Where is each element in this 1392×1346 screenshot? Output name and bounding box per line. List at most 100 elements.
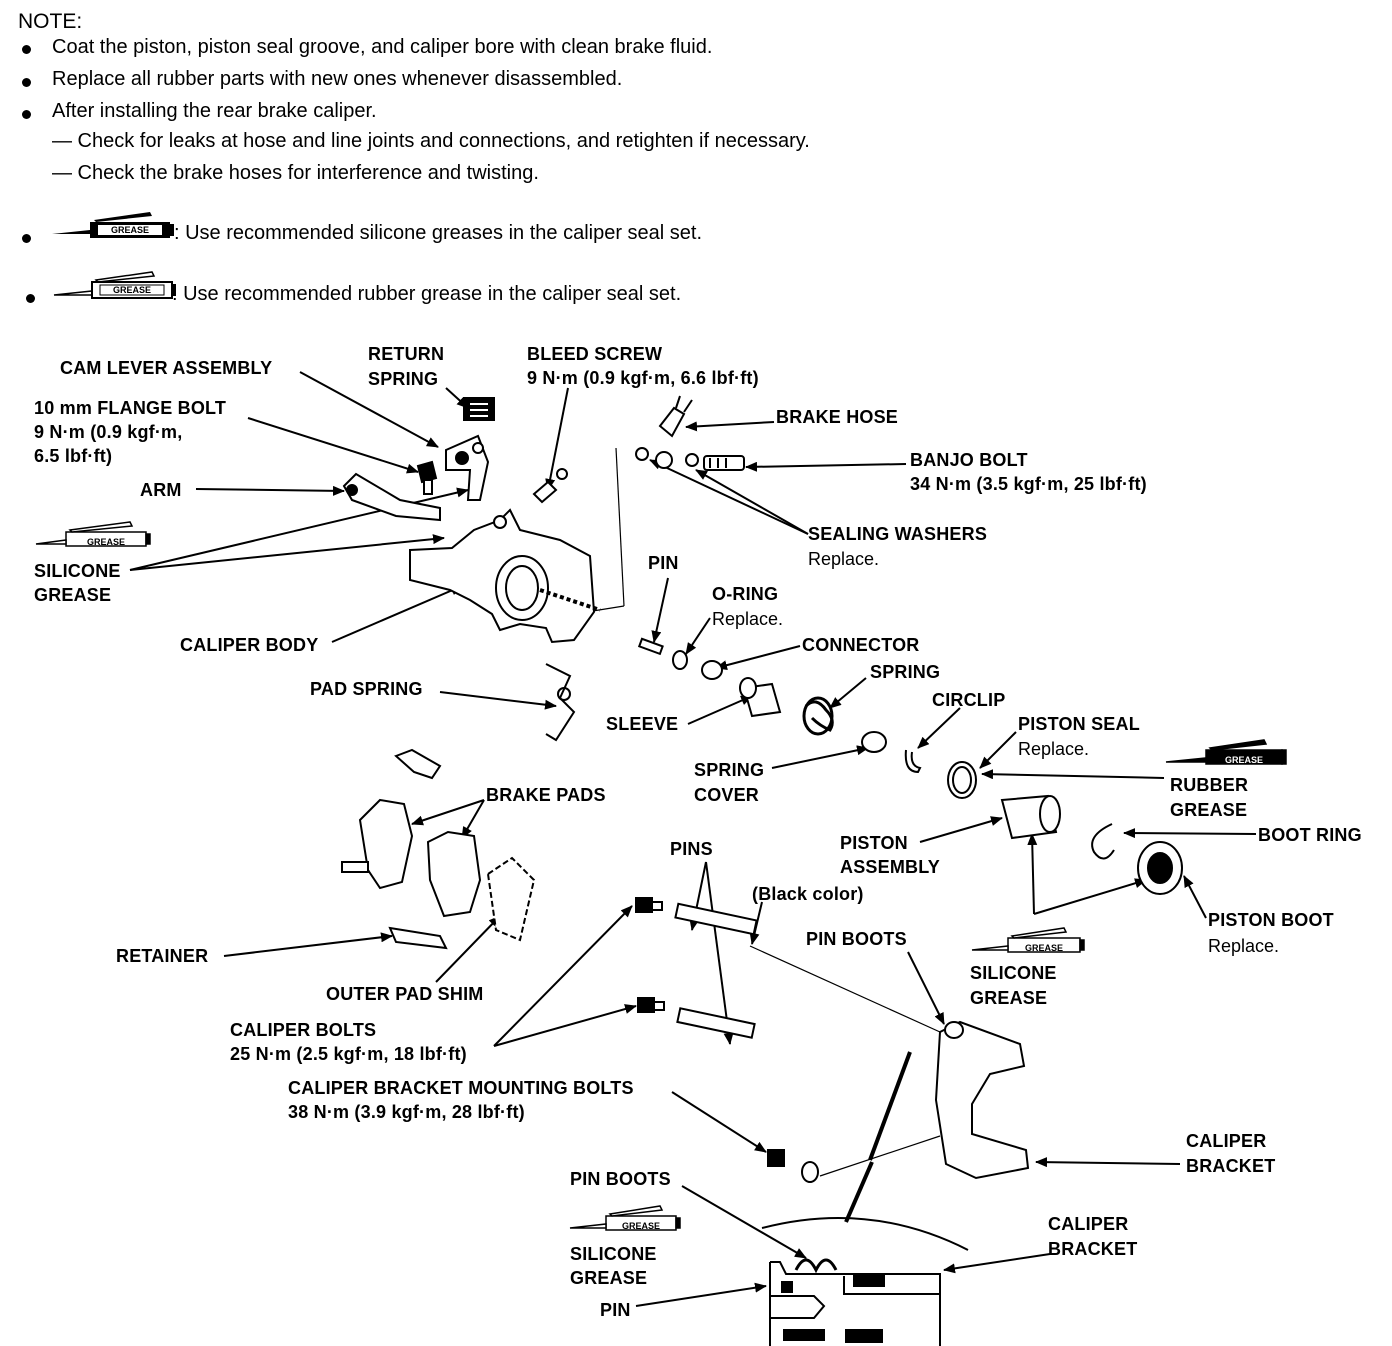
label-caliper-bracket-1b: BRACKET bbox=[1186, 1156, 1276, 1176]
o-ring-part bbox=[672, 650, 688, 670]
return-spring-part bbox=[463, 397, 495, 421]
label-silicone-grease-2a: SILICONE bbox=[970, 963, 1057, 983]
note-silicone-grease: : Use recommended silicone greases in th… bbox=[174, 222, 703, 244]
label-pin-boots: PIN BOOTS bbox=[806, 929, 907, 949]
label-outer-pad-shim: OUTER PAD SHIM bbox=[326, 984, 484, 1004]
bullet-dot bbox=[26, 294, 35, 303]
pad-spring-part bbox=[545, 663, 576, 742]
banjo-bolt-part bbox=[685, 453, 745, 471]
cam-lever-part bbox=[445, 434, 490, 501]
piston-boot-part bbox=[1137, 841, 1183, 895]
flange-bolt-part bbox=[416, 460, 438, 495]
rubber-grease-gun-icon: GREASE bbox=[53, 271, 176, 299]
label-o-ring-note: Replace. bbox=[712, 609, 784, 629]
note-dash-1: — Check for leaks at hose and line joint… bbox=[52, 130, 810, 152]
label-caliper-bracket-1a: CALIPER bbox=[1186, 1131, 1267, 1151]
bullet-dot bbox=[22, 234, 31, 243]
pins-part bbox=[674, 902, 758, 1039]
label-rubber-grease-1: RUBBER bbox=[1170, 775, 1249, 795]
label-piston-assembly-1: PISTON bbox=[840, 833, 908, 853]
label-banjo-bolt: BANJO BOLT bbox=[910, 450, 1028, 470]
label-sealing-washers-note: Replace. bbox=[808, 549, 880, 569]
label-pin: PIN bbox=[648, 553, 679, 573]
label-bracket-mounting-bolts-torque: 38 N·m (3.9 kgf·m, 28 lbf·ft) bbox=[288, 1102, 525, 1122]
note-bullet-2: Replace all rubber parts with new ones w… bbox=[52, 68, 623, 90]
boot-ring-part bbox=[1091, 823, 1115, 860]
silicone-grease-gun-icon bbox=[35, 521, 151, 547]
note-bullet-1: Coat the piston, piston seal groove, and… bbox=[52, 36, 713, 58]
silicone-grease-gun-icon: GREASE bbox=[52, 212, 174, 238]
label-spring-cover-1: SPRING bbox=[694, 760, 765, 780]
pin-part bbox=[637, 637, 664, 656]
label-bleed-screw-torque: 9 N·m (0.9 kgf·m, 6.6 lbf·ft) bbox=[527, 368, 759, 388]
bullet-dot bbox=[22, 78, 31, 87]
label-spring-cover-2: COVER bbox=[694, 785, 760, 805]
label-arm: ARM bbox=[140, 480, 182, 500]
label-caliper-bracket-2a: CALIPER bbox=[1048, 1214, 1129, 1234]
label-return-spring-2: SPRING bbox=[368, 369, 439, 389]
label-pin-2: PIN bbox=[600, 1300, 631, 1320]
brake-hose-part bbox=[635, 395, 693, 469]
label-piston-assembly-2: ASSEMBLY bbox=[840, 857, 940, 877]
svg-text:GREASE: GREASE bbox=[111, 225, 149, 235]
label-pin-boots-2: PIN BOOTS bbox=[570, 1169, 671, 1189]
label-banjo-bolt-torque: 34 N·m (3.5 kgf·m, 25 lbf·ft) bbox=[910, 474, 1147, 494]
note-rubber-grease: : Use recommended rubber grease in the c… bbox=[172, 283, 682, 305]
label-pad-spring: PAD SPRING bbox=[310, 679, 423, 699]
diagram-grease-gun-icons bbox=[35, 521, 1287, 1231]
label-rubber-grease-2: GREASE bbox=[1170, 800, 1248, 820]
label-brake-hose: BRAKE HOSE bbox=[776, 407, 899, 427]
label-boot-ring: BOOT RING bbox=[1258, 825, 1362, 845]
label-brake-pads: BRAKE PADS bbox=[486, 785, 606, 805]
label-caliper-body: CALIPER BODY bbox=[180, 635, 319, 655]
label-flange-bolt-torque-2: 6.5 lbf·ft) bbox=[34, 446, 113, 466]
label-flange-bolt: 10 mm FLANGE BOLT bbox=[34, 398, 227, 418]
parts bbox=[341, 395, 1183, 1183]
grease-icon-label: GREASE bbox=[1225, 755, 1263, 765]
label-o-ring: O-RING bbox=[712, 584, 779, 604]
label-silicone-grease-3a: SILICONE bbox=[570, 1244, 657, 1264]
label-silicone-grease-1a: SILICONE bbox=[34, 561, 121, 581]
caliper-bolts-part bbox=[635, 897, 665, 1013]
bracket-bolts-part bbox=[767, 1149, 819, 1183]
label-caliper-bracket-2b: BRACKET bbox=[1048, 1239, 1138, 1259]
label-silicone-grease-3b: GREASE bbox=[570, 1268, 648, 1288]
assembly-lines bbox=[573, 447, 941, 1177]
spring-cover-part bbox=[861, 731, 887, 753]
brake-pads-part bbox=[341, 798, 536, 942]
connector-part bbox=[701, 660, 723, 680]
label-circlip: CIRCLIP bbox=[932, 690, 1006, 710]
label-return-spring-1: RETURN bbox=[368, 344, 445, 364]
label-sleeve: SLEEVE bbox=[606, 714, 679, 734]
label-silicone-grease-1b: GREASE bbox=[34, 585, 112, 605]
rubber-grease-gun-icon bbox=[1165, 739, 1287, 765]
silicone-grease-gun-icon bbox=[971, 927, 1085, 953]
svg-text:GREASE: GREASE bbox=[113, 285, 151, 295]
bullet-dot bbox=[22, 110, 31, 119]
label-spring: SPRING bbox=[870, 662, 941, 682]
bleed-screw-part bbox=[532, 468, 568, 504]
caliper-bracket-part bbox=[934, 1020, 1030, 1180]
grease-icon-label: GREASE bbox=[87, 537, 125, 547]
note-title: NOTE: bbox=[18, 10, 83, 33]
label-silicone-grease-2b: GREASE bbox=[970, 988, 1048, 1008]
label-piston-boot: PISTON BOOT bbox=[1208, 910, 1334, 930]
note-dash-2: — Check the brake hoses for interference… bbox=[52, 162, 539, 184]
retainer-part bbox=[388, 926, 448, 950]
grease-icon-label: GREASE bbox=[622, 1221, 660, 1231]
label-bracket-mounting-bolts: CALIPER BRACKET MOUNTING BOLTS bbox=[288, 1078, 634, 1098]
note-bullet-3: After installing the rear brake caliper. bbox=[52, 100, 377, 122]
leader-lines bbox=[129, 371, 1257, 1307]
label-flange-bolt-torque-1: 9 N·m (0.9 kgf·m, bbox=[34, 422, 183, 442]
sleeve-part bbox=[739, 677, 782, 718]
retainer-clip-top-part bbox=[394, 748, 442, 780]
label-black-color: (Black color) bbox=[752, 884, 864, 904]
label-sealing-washers: SEALING WASHERS bbox=[808, 524, 988, 544]
piston-assembly-part bbox=[1000, 794, 1061, 840]
piston-seal-part bbox=[947, 761, 977, 799]
label-piston-boot-note: Replace. bbox=[1208, 936, 1280, 956]
label-caliper-bolts: CALIPER BOLTS bbox=[230, 1020, 377, 1040]
label-cam-lever-assembly: CAM LEVER ASSEMBLY bbox=[60, 358, 273, 378]
spring-part bbox=[802, 696, 834, 736]
